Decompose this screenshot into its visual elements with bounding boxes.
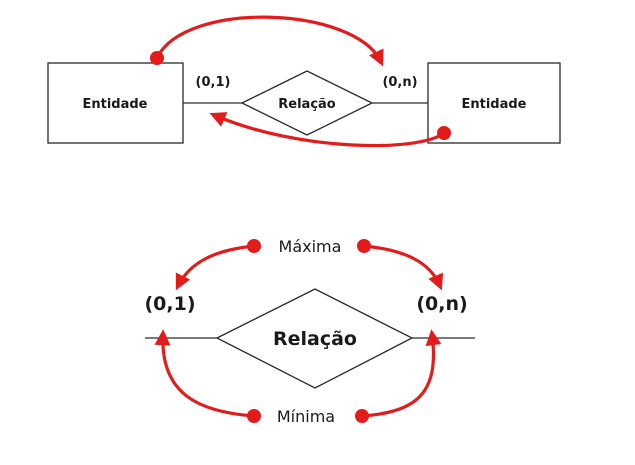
cardinality-left-bottom: (0,1) <box>144 293 195 315</box>
entity-right-label: Entidade <box>461 97 526 112</box>
relation-diamond-top <box>240 70 374 136</box>
relation-label-top: Relação <box>278 97 336 112</box>
min-dot-left <box>247 409 261 423</box>
top-diagram: Entidade Entidade Relação (0,1) (0,n) <box>47 15 561 148</box>
maxima-label: Máxima <box>279 237 342 256</box>
relation-diamond-bottom <box>215 288 414 389</box>
arrow-right-to-left-top <box>209 112 446 148</box>
arrow-max-to-left <box>175 244 256 291</box>
arrow-min-to-right <box>360 329 442 418</box>
arrow-origin-dot-top-left <box>150 51 164 65</box>
min-dot-right <box>355 409 369 423</box>
arrow-left-to-right-top <box>155 15 384 67</box>
bottom-diagram: Relação (0,1) (0,n) Máxima Mínima <box>144 237 475 426</box>
arrow-max-to-right <box>362 244 444 291</box>
entity-left-label: Entidade <box>82 97 147 112</box>
max-dot-left <box>247 239 261 253</box>
entity-left-box <box>47 62 184 144</box>
relation-label-bottom: Relação <box>273 328 357 350</box>
arrow-origin-dot-top-right <box>437 126 451 140</box>
cardinality-right-top: (0,n) <box>382 75 417 90</box>
max-dot-right <box>357 239 371 253</box>
cardinality-right-bottom: (0,n) <box>416 293 467 315</box>
cardinality-left-top: (0,1) <box>196 75 231 90</box>
arrow-min-to-left <box>154 329 256 418</box>
minima-label: Mínima <box>277 407 335 426</box>
